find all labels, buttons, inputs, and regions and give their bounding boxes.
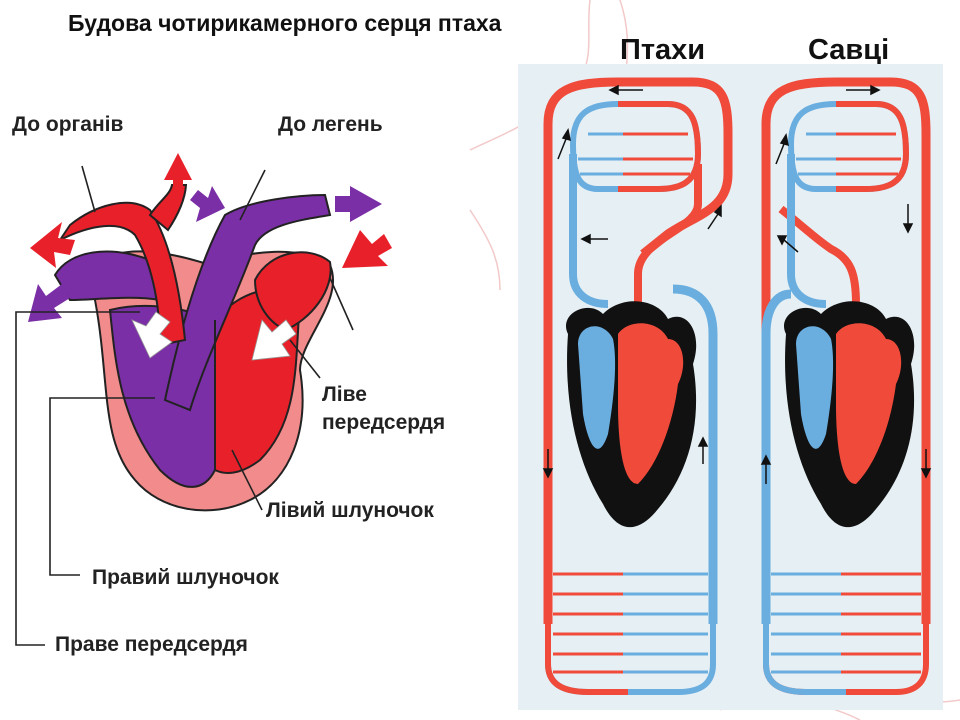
left-atrium xyxy=(253,251,332,332)
flow-arrow-to-lungs xyxy=(335,186,382,222)
label-right-ventricle: Правий шлуночок xyxy=(92,566,279,589)
flow-arrow-to-organs-left xyxy=(30,222,75,268)
birds-column-title: Птахи xyxy=(620,34,706,66)
label-left-atrium-line2: передсердя xyxy=(322,411,446,434)
bird-heart-diagram xyxy=(15,153,392,646)
circulation-comparison-diagram xyxy=(518,64,943,710)
vena-cava xyxy=(53,250,162,302)
flow-arrow-venous-upper xyxy=(190,186,225,222)
label-to-organs: До органів xyxy=(12,113,124,136)
aorta xyxy=(57,201,187,347)
label-left-atrium-line1: Ліве xyxy=(322,383,367,406)
label-to-lungs: До легень xyxy=(278,113,383,136)
birds-circulation xyxy=(542,77,733,695)
flow-arrow-white-left-atrium xyxy=(251,319,297,361)
page-title: Будова чотирикамерного серця птаха xyxy=(68,10,502,36)
leader-lines xyxy=(15,165,354,646)
label-right-atrium: Праве передсердя xyxy=(55,633,248,656)
flow-arrow-venous-left xyxy=(28,284,70,322)
pulmonary-trunk xyxy=(163,193,332,412)
mammals-column-title: Савці xyxy=(808,34,890,66)
label-left-ventricle: Лівий шлуночок xyxy=(266,499,434,522)
flow-arrow-from-lungs xyxy=(342,230,392,268)
flow-arrow-up-red xyxy=(164,153,192,190)
flow-arrow-white-right-atrium xyxy=(131,311,173,359)
mammals-circulation xyxy=(760,77,932,695)
